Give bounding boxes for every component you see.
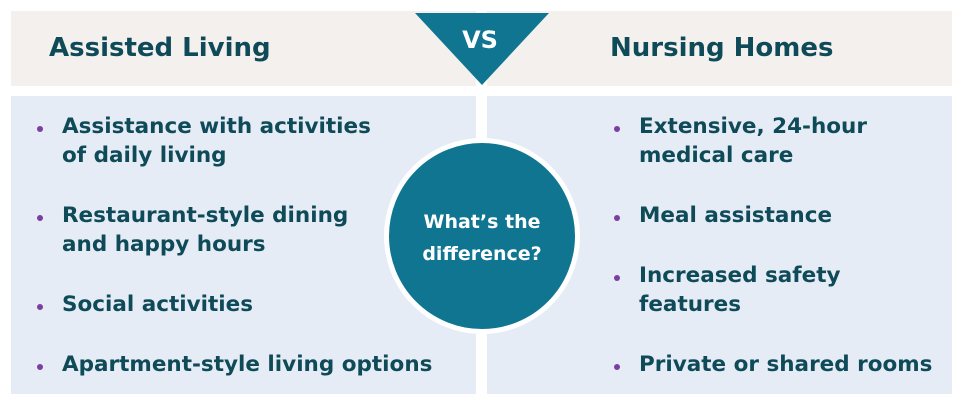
list-item-text: Social activities	[62, 292, 254, 317]
bullet-icon	[614, 275, 620, 281]
bullet-icon	[37, 304, 43, 310]
nursing-homes-header: Nursing Homes	[487, 11, 952, 86]
bullet-icon	[614, 364, 620, 370]
bullet-icon	[37, 215, 43, 221]
vs-triangle-icon	[415, 13, 549, 85]
difference-circle	[384, 138, 580, 334]
assisted-living-title: Assisted Living	[49, 33, 271, 63]
list-item-text: Private or shared rooms	[639, 352, 933, 377]
list-item-text: Apartment-style living options	[62, 352, 433, 377]
vs-label: VS	[462, 26, 498, 54]
nursing-homes-title: Nursing Homes	[610, 33, 834, 63]
bullet-icon	[37, 126, 43, 132]
list-item: Social activities	[62, 290, 253, 319]
assisted-living-header: Assisted Living	[11, 11, 476, 86]
list-item: Apartment-style living options	[62, 350, 432, 379]
bullet-icon	[37, 364, 43, 370]
list-item-text: Meal assistance	[639, 203, 833, 228]
bullet-icon	[614, 215, 620, 221]
list-item: Meal assistance	[639, 201, 832, 230]
bullet-icon	[614, 126, 620, 132]
list-item: Private or shared rooms	[639, 350, 932, 379]
